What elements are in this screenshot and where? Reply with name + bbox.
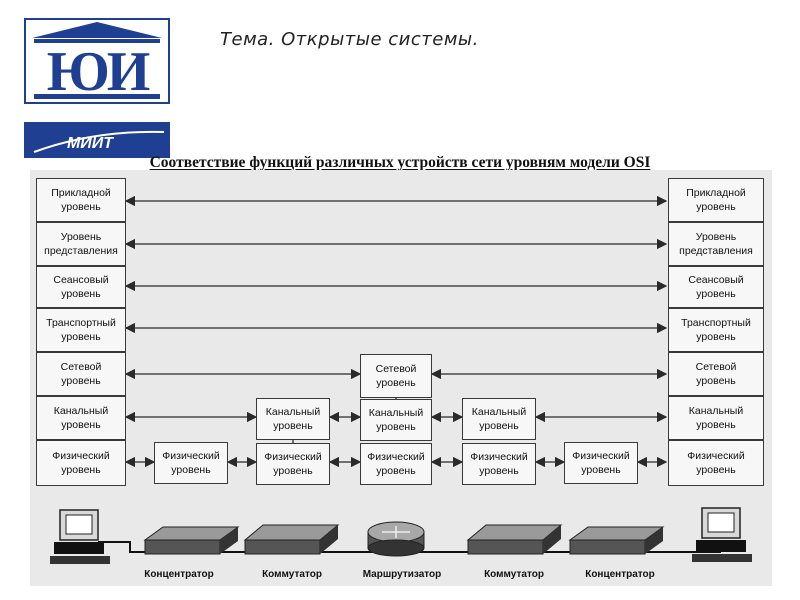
- hub2-physical-layer: Физический уровень: [564, 442, 638, 484]
- router-icon: [367, 521, 425, 557]
- hub1-label: Концентратор: [144, 569, 214, 580]
- figure-title: Соответствие функций различных устройств…: [149, 154, 651, 171]
- left-physical-layer: Физический уровень: [36, 440, 126, 486]
- hub-right-icon: [568, 526, 665, 555]
- hub1-physical-layer: Физический уровень: [154, 442, 228, 484]
- left-transport-layer: Транспортный уровень: [36, 308, 126, 352]
- router-physical-layer: Физический уровень: [360, 443, 432, 485]
- switch2-label: Коммутатор: [484, 569, 544, 580]
- logo-letters: ЮИ: [47, 41, 150, 102]
- hub-left-icon: [143, 526, 240, 555]
- computer-left-icon: [50, 509, 110, 564]
- university-logo: ЮИ МИИТ: [24, 18, 170, 158]
- right-datalink-layer: Канальный уровень: [668, 396, 764, 440]
- hub2-label: Концентратор: [585, 569, 655, 580]
- left-datalink-layer: Канальный уровень: [36, 396, 126, 440]
- right-transport-layer: Транспортный уровень: [668, 308, 764, 352]
- switch1-physical-layer: Физический уровень: [256, 443, 330, 485]
- osi-diagram: Прикладной уровень Уровень представления…: [30, 170, 772, 586]
- left-network-layer: Сетевой уровень: [36, 352, 126, 396]
- switch-left-icon: [243, 524, 340, 555]
- logo-building-icon: ЮИ: [32, 22, 162, 103]
- connection-arrows: [50, 195, 752, 564]
- router-network-layer: Сетевой уровень: [360, 354, 432, 398]
- router-datalink-layer: Канальный уровень: [360, 399, 432, 441]
- right-application-layer: Прикладной уровень: [668, 178, 764, 222]
- logo-miit-text: МИИТ: [67, 135, 114, 152]
- switch2-physical-layer: Физический уровень: [462, 443, 536, 485]
- logo-miit-band: МИИТ: [24, 122, 170, 158]
- switch1-datalink-layer: Канальный уровень: [256, 398, 330, 440]
- right-presentation-layer: Уровень представления: [668, 222, 764, 266]
- switch1-label: Коммутатор: [262, 569, 322, 580]
- right-network-layer: Сетевой уровень: [668, 352, 764, 396]
- switch2-datalink-layer: Канальный уровень: [462, 398, 536, 440]
- logo-emblem: ЮИ: [24, 18, 170, 104]
- left-presentation-layer: Уровень представления: [36, 222, 126, 266]
- switch-right-icon: [466, 524, 563, 555]
- slide-theme: Тема. Открытые системы.: [220, 29, 479, 50]
- network-devices: [50, 507, 752, 564]
- computer-right-icon: [692, 507, 752, 562]
- left-session-layer: Сеансовый уровень: [36, 266, 126, 308]
- right-session-layer: Сеансовый уровень: [668, 266, 764, 308]
- right-physical-layer: Физический уровень: [668, 440, 764, 486]
- router-label: Маршрутизатор: [362, 569, 442, 580]
- left-application-layer: Прикладной уровень: [36, 178, 126, 222]
